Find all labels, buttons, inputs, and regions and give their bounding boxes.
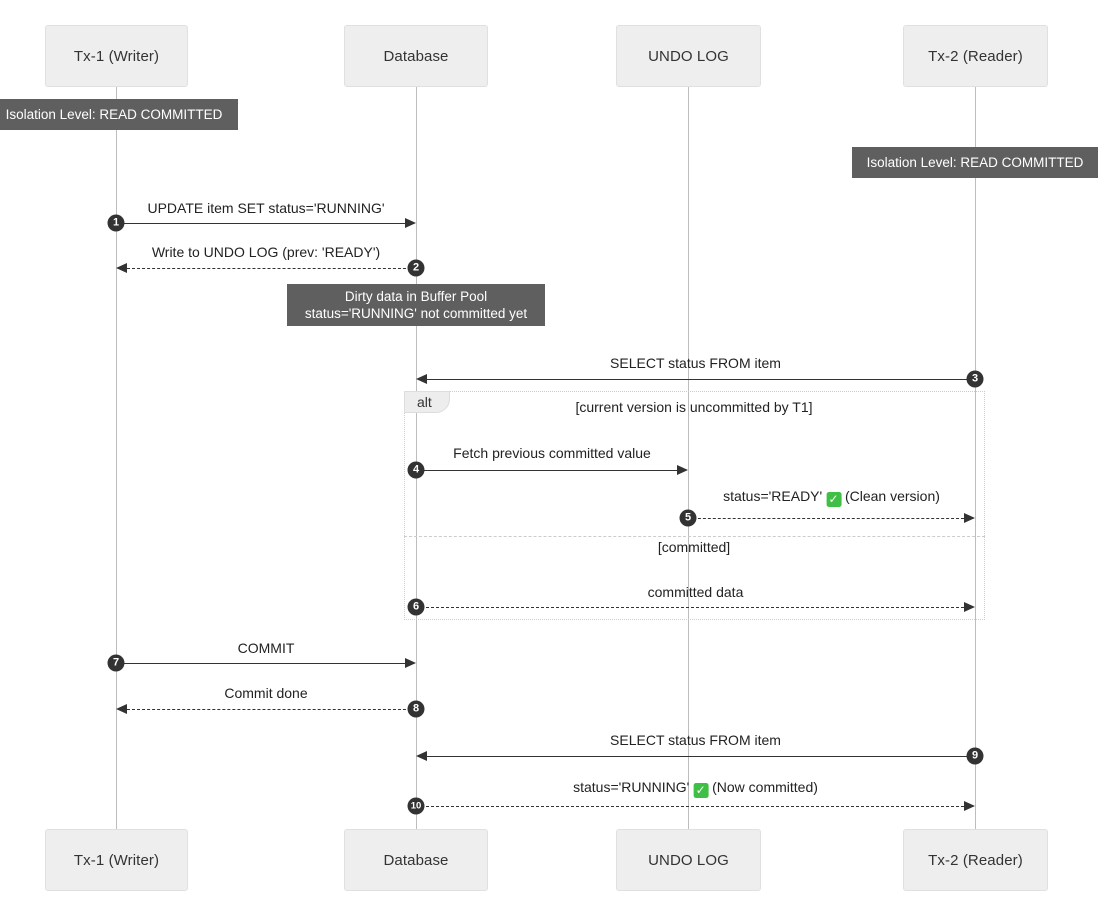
alt-fragment-tag-label: alt (417, 394, 432, 410)
message-label-7: COMMIT (237, 640, 295, 656)
message-arrowhead-5 (964, 513, 975, 523)
message-number-4: 4 (407, 461, 425, 479)
message-label-5: status='READY' ✓ (Clean version) (723, 488, 940, 507)
actor-label: Database (383, 47, 449, 65)
alt-fragment-condition-0: [current version is uncommitted by T1] (575, 399, 813, 415)
message-number-8: 8 (407, 700, 425, 718)
message-line-5 (688, 518, 964, 519)
message-label-text-b: (Clean version) (841, 488, 940, 504)
alt-fragment-divider-1 (404, 536, 985, 537)
message-number-10: 10 (407, 797, 425, 815)
note-iso-tx1: Isolation Level: READ COMMITTED (0, 99, 238, 130)
message-label-10: status='RUNNING' ✓ (Now committed) (573, 779, 818, 798)
actor-box-tx2-top[interactable]: Tx-2 (Reader) (903, 25, 1048, 87)
actor-label: UNDO LOG (648, 851, 729, 869)
alt-fragment-condition-1: [committed] (657, 539, 731, 555)
message-arrowhead-10 (964, 801, 975, 811)
actor-box-tx2-bottom[interactable]: Tx-2 (Reader) (903, 829, 1048, 891)
alt-fragment (404, 391, 985, 620)
message-line-10 (416, 806, 964, 807)
message-line-4 (416, 470, 677, 471)
note-iso-tx2: Isolation Level: READ COMMITTED (852, 147, 1098, 178)
message-line-6 (416, 607, 964, 608)
message-label-text-b: (Now committed) (708, 779, 818, 795)
message-line-8 (127, 709, 416, 710)
check-mark-icon: ✓ (693, 783, 709, 798)
message-line-7 (116, 663, 405, 664)
message-arrowhead-2 (116, 263, 127, 273)
lifeline-db (416, 87, 417, 829)
message-line-1 (116, 223, 405, 224)
message-arrowhead-1 (405, 218, 416, 228)
check-mark-icon: ✓ (826, 492, 842, 507)
message-line-9 (427, 756, 975, 757)
message-label-2: Write to UNDO LOG (prev: 'READY') (151, 244, 381, 260)
message-number-1: 1 (107, 214, 125, 232)
message-number-9: 9 (966, 747, 984, 765)
message-label-8: Commit done (224, 685, 308, 701)
actor-label: UNDO LOG (648, 47, 729, 65)
actor-label: Database (383, 851, 449, 869)
actor-label: Tx-2 (Reader) (928, 47, 1023, 65)
message-line-2 (127, 268, 416, 269)
message-arrowhead-7 (405, 658, 416, 668)
message-arrowhead-4 (677, 465, 688, 475)
actor-box-db-bottom[interactable]: Database (344, 829, 488, 891)
message-number-6: 6 (407, 598, 425, 616)
message-label-1: UPDATE item SET status='RUNNING' (147, 200, 385, 216)
lifeline-tx2 (975, 87, 976, 829)
actor-label: Tx-1 (Writer) (73, 851, 160, 869)
message-label-6: committed data (647, 584, 744, 600)
actor-box-db-top[interactable]: Database (344, 25, 488, 87)
actor-label: Tx-1 (Writer) (73, 47, 160, 65)
actor-box-tx1-bottom[interactable]: Tx-1 (Writer) (45, 829, 188, 891)
message-label-9: SELECT status FROM item (610, 732, 781, 748)
message-label-text-a: status='RUNNING' (573, 779, 694, 795)
lifeline-tx1 (116, 87, 117, 829)
message-label-4: Fetch previous committed value (453, 445, 651, 461)
lifeline-undo (688, 87, 689, 829)
message-number-7: 7 (107, 654, 125, 672)
note-dirty: Dirty data in Buffer Pool status='RUNNIN… (287, 284, 545, 326)
message-arrowhead-8 (116, 704, 127, 714)
message-arrowhead-6 (964, 602, 975, 612)
message-label-text-a: status='READY' (723, 488, 827, 504)
message-arrowhead-9 (416, 751, 427, 761)
actor-box-tx1-top[interactable]: Tx-1 (Writer) (45, 25, 188, 87)
actor-box-undo-bottom[interactable]: UNDO LOG (616, 829, 761, 891)
actor-label: Tx-2 (Reader) (928, 851, 1023, 869)
message-number-5: 5 (679, 509, 697, 527)
alt-fragment-tag: alt (404, 391, 450, 413)
message-number-2: 2 (407, 259, 425, 277)
note-text: Dirty data in Buffer Pool status='RUNNIN… (304, 289, 528, 321)
message-arrowhead-3 (416, 374, 427, 384)
actor-box-undo-top[interactable]: UNDO LOG (616, 25, 761, 87)
message-line-3 (427, 379, 975, 380)
note-text: Isolation Level: READ COMMITTED (5, 107, 223, 122)
note-text: Isolation Level: READ COMMITTED (866, 155, 1084, 170)
message-number-3: 3 (966, 370, 984, 388)
message-label-3: SELECT status FROM item (610, 355, 781, 371)
